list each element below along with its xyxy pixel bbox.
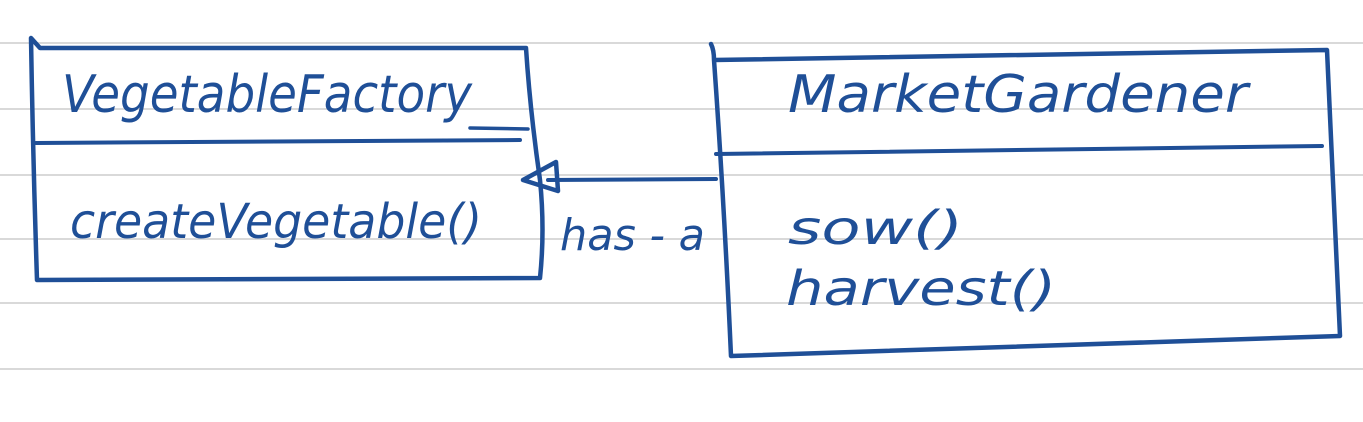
class-method: sow()	[788, 201, 963, 255]
class-box-name-underline	[468, 126, 530, 131]
arrow-line	[546, 177, 718, 182]
ruled-line	[0, 368, 1363, 370]
relationship-label: has - a	[560, 210, 705, 261]
class-method: harvest()	[786, 261, 1056, 317]
class-box-outline	[708, 41, 1343, 359]
class-box-market-gardener: MarketGardener sow() harvest()	[708, 41, 1343, 359]
ruled-line	[0, 302, 1363, 304]
ruled-line	[0, 238, 1363, 240]
class-box-outline	[28, 35, 545, 283]
class-name: VegetableFactory	[62, 65, 473, 125]
ruled-line	[0, 108, 1363, 110]
class-box-divider	[34, 138, 522, 145]
class-box-vegetable-factory: VegetableFactory createVegetable()	[28, 35, 545, 283]
class-box-divider	[714, 144, 1324, 156]
ruled-line	[0, 42, 1363, 44]
relationship-arrow: has - a	[520, 159, 718, 261]
class-name: MarketGardener	[788, 65, 1252, 125]
ruled-line	[0, 174, 1363, 176]
arrow-head-icon	[520, 159, 561, 194]
class-method: createVegetable()	[70, 194, 482, 250]
